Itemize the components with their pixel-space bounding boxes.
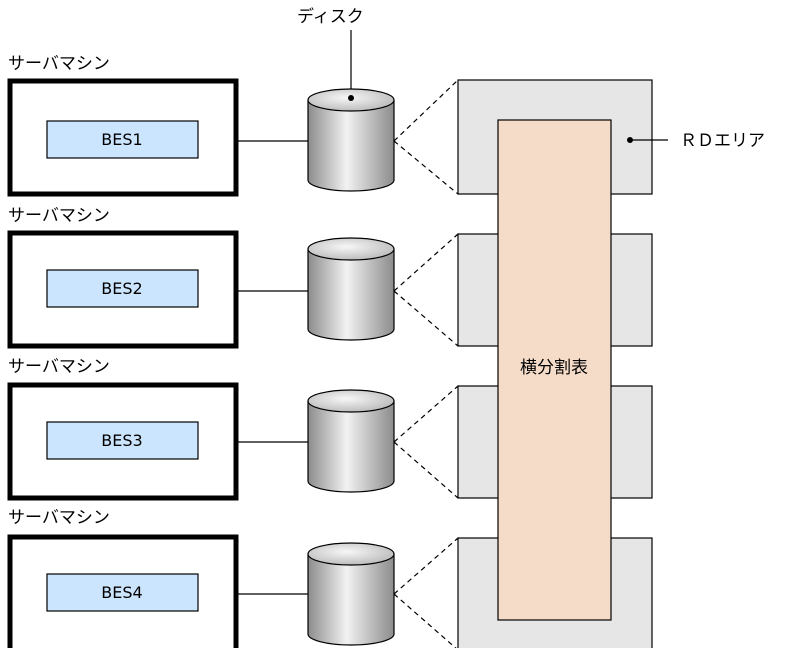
projection-line-top bbox=[393, 233, 459, 292]
bes-box bbox=[46, 269, 199, 308]
projection-line-bottom bbox=[393, 441, 459, 499]
server-machine-label: サーバマシン bbox=[8, 357, 110, 377]
bes-label: BES1 bbox=[101, 130, 142, 149]
projection-line-top bbox=[393, 79, 459, 142]
projection-line-bottom bbox=[393, 290, 459, 347]
server-machine-label: サーバマシン bbox=[8, 206, 110, 226]
server-machine-label: サーバマシン bbox=[8, 508, 110, 528]
bes-box bbox=[46, 421, 199, 460]
server-machine-label: サーバマシン bbox=[8, 54, 110, 74]
partitioned-table-label: 横分割表 bbox=[520, 358, 588, 378]
bes-box bbox=[46, 120, 199, 159]
projection-line-top bbox=[393, 385, 459, 443]
bes-label: BES3 bbox=[101, 431, 142, 450]
server-machine-row: サーバマシン BES3 bbox=[7, 357, 653, 501]
bes-label: BES4 bbox=[101, 583, 142, 602]
rdarea-label: ＲＤエリア bbox=[680, 131, 765, 151]
partitioned-table bbox=[497, 119, 612, 621]
bes-box bbox=[46, 573, 199, 612]
disk-icon bbox=[307, 88, 395, 192]
projection-line-top bbox=[393, 537, 459, 595]
bes-label: BES2 bbox=[101, 279, 142, 298]
projection-line-bottom bbox=[393, 140, 459, 195]
disk-icon bbox=[307, 389, 395, 493]
disk-label-pointer-dot bbox=[348, 95, 354, 101]
disk-icon bbox=[307, 237, 395, 341]
disk-icon bbox=[307, 542, 395, 646]
disk-label: ディスク bbox=[297, 6, 364, 27]
projection-line-bottom bbox=[393, 593, 457, 648]
